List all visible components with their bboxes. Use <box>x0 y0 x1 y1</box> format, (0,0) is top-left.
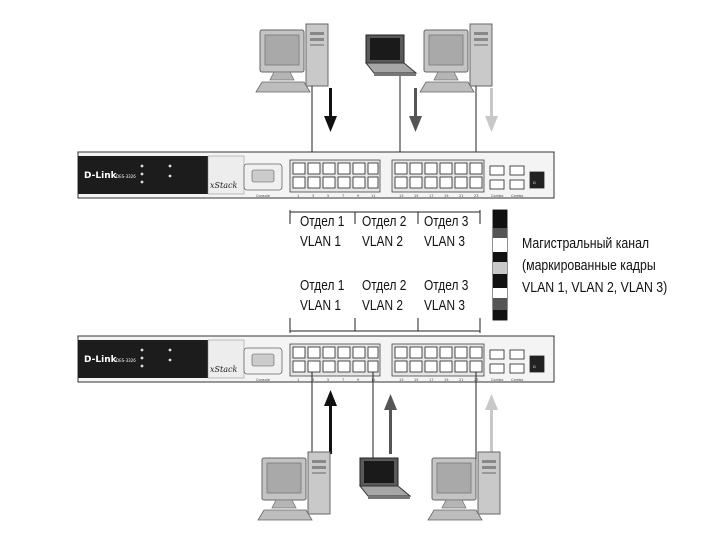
switch_top-port-number: 17 <box>429 194 433 198</box>
switch_top-port-number: 9 <box>357 194 359 198</box>
trunk-label-line3: VLAN 1, VLAN 2, VLAN 3) <box>522 280 668 296</box>
bottom-pc-vlan3 <box>427 451 501 521</box>
arrow-up-vlan1 <box>324 390 337 454</box>
switch-top-series: xStack <box>210 181 237 190</box>
top-pc-vlan3 <box>419 23 493 93</box>
bottom-vlan-1: VLAN 1 <box>300 298 341 314</box>
switch_bottom-port-number: 7 <box>342 378 344 382</box>
trunk-label-line1: Магистральный канал <box>522 236 650 252</box>
top-pc-vlan1 <box>255 23 329 93</box>
switch_top-port-number: 13 <box>399 194 403 198</box>
top-vlan-3: VLAN 3 <box>424 234 465 250</box>
switch_bottom-port-number: 5 <box>327 378 329 382</box>
ports-left-bottom <box>289 343 381 377</box>
bracket-top <box>289 210 481 224</box>
bracket-bottom <box>289 318 481 333</box>
switch_bottom-port-number: 3 <box>312 378 314 382</box>
bottom-dept-1: Отдел 1 <box>300 278 345 294</box>
switch-top: D-Link DES-3326 xStack Console <box>77 151 555 199</box>
switch_top-port-number: 19 <box>444 194 448 198</box>
switch-bottom-series: xStack <box>210 365 237 374</box>
switch_top-port-number: 5 <box>327 194 329 198</box>
combo-ports-top <box>489 165 545 190</box>
arrow-down-vlan3 <box>485 88 498 132</box>
arrow-down-vlan2 <box>409 88 422 132</box>
trunk-cable <box>492 209 508 321</box>
switch_top-port-number: 21 <box>459 194 463 198</box>
top-laptop-vlan2 <box>365 34 417 77</box>
switch_top-port-number: 7 <box>342 194 344 198</box>
ports-left-top <box>289 159 381 193</box>
switch_top-port-number: 15 <box>414 194 418 198</box>
top-vlan-1: VLAN 1 <box>300 234 341 250</box>
switch-bottom-console: Console <box>256 378 270 382</box>
top-dept-3: Отдел 3 <box>424 214 469 230</box>
top-dept-2: Отдел 2 <box>362 214 407 230</box>
arrow-up-vlan3 <box>485 394 498 454</box>
bottom-dept-2: Отдел 2 <box>362 278 407 294</box>
combo-ports-bottom <box>489 349 545 374</box>
switch-top-g: G <box>533 181 536 185</box>
ports-right-top <box>391 159 485 193</box>
ports-right-bottom <box>391 343 485 377</box>
switch_bottom-port-number: 15 <box>414 378 418 382</box>
switch-bottom: D-Link DES-3326 xStack Console <box>77 335 555 383</box>
bottom-vlan-2: VLAN 2 <box>362 298 403 314</box>
bottom-vlan-3: VLAN 3 <box>424 298 465 314</box>
switch-top-combo2: Combo <box>511 194 523 198</box>
switch-top-brand: D-Link <box>84 171 118 181</box>
switch_bottom-port-number: 13 <box>399 378 403 382</box>
switch-top-console: Console <box>256 194 270 198</box>
bottom-laptop-vlan2 <box>359 457 411 500</box>
switch-bottom-brand: D-Link <box>84 355 118 365</box>
arrow-up-vlan2 <box>384 394 397 454</box>
switch-bottom-g: G <box>533 365 536 369</box>
switch_top-port-number: 3 <box>312 194 314 198</box>
switch_top-port-number: 1 <box>297 194 299 198</box>
switch_bottom-port-number: 1 <box>297 378 299 382</box>
switch-bottom-combo1: Combo <box>491 378 503 382</box>
bottom-pc-vlan1 <box>257 451 331 521</box>
switch-bottom-model: DES-3326 <box>116 358 136 363</box>
switch_bottom-port-number: 19 <box>444 378 448 382</box>
switch-bottom-combo2: Combo <box>511 378 523 382</box>
switch_top-port-number: 11 <box>371 194 375 198</box>
arrow-down-vlan1 <box>324 88 337 132</box>
switch_top-port-number: 23 <box>474 194 478 198</box>
switch-top-model: DES-3326 <box>116 174 136 179</box>
switch_bottom-port-number: 21 <box>459 378 463 382</box>
top-vlan-2: VLAN 2 <box>362 234 403 250</box>
switch_bottom-port-number: 9 <box>357 378 359 382</box>
switch_bottom-port-number: 17 <box>429 378 433 382</box>
trunk-label-line2: (маркированные кадры <box>522 258 656 274</box>
switch-top-combo1: Combo <box>491 194 503 198</box>
top-dept-1: Отдел 1 <box>300 214 345 230</box>
bottom-dept-3: Отдел 3 <box>424 278 469 294</box>
